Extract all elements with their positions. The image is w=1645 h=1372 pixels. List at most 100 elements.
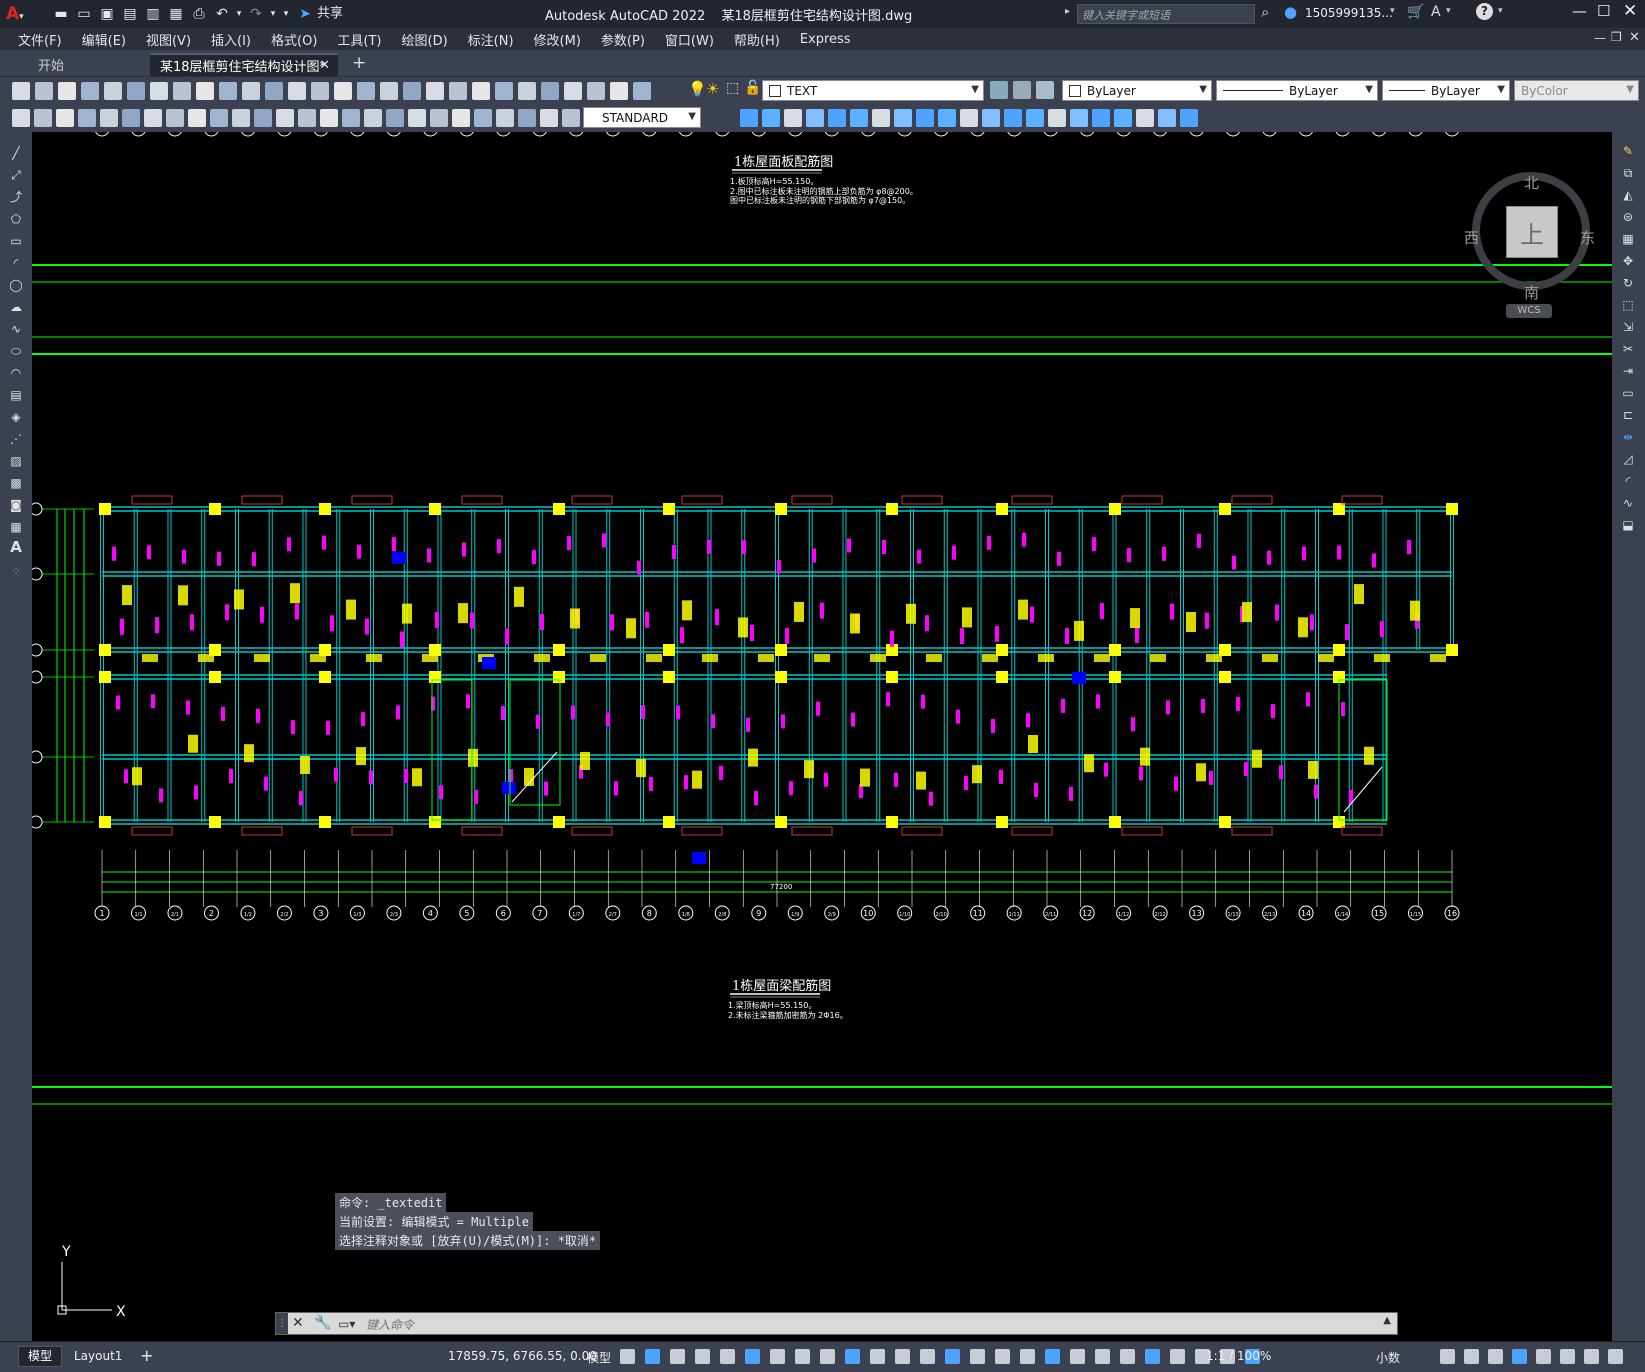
dimension-tool-icon[interactable]: [408, 109, 426, 127]
doc-minimize-icon[interactable]: —: [1594, 31, 1606, 45]
modify-tool-icon[interactable]: [1048, 109, 1066, 127]
standard-tool-icon[interactable]: [104, 82, 122, 100]
layer-freeze-icon[interactable]: ☀: [706, 80, 720, 98]
modify-tool-icon[interactable]: [1136, 109, 1154, 127]
add-selected-icon[interactable]: ⁘: [10, 564, 22, 578]
standard-tool-icon[interactable]: [449, 82, 467, 100]
status-tray-icon[interactable]: [1608, 1349, 1623, 1364]
extend-tool-icon[interactable]: ⇥: [1622, 364, 1634, 378]
dimension-tool-icon[interactable]: [298, 109, 316, 127]
scale-tool-icon[interactable]: ⬚: [1622, 298, 1634, 312]
standard-tool-icon[interactable]: [288, 82, 306, 100]
lineweight-dropdown[interactable]: ByLayer ▼: [1382, 80, 1510, 101]
status-tray-icon[interactable]: [1512, 1349, 1527, 1364]
break-tool-icon[interactable]: ⊏: [1622, 408, 1634, 422]
note-top-3[interactable]: 图中已标注板未注明的钢筋下部钢筋为 φ7@150。: [730, 195, 910, 205]
explode-tool-icon[interactable]: ⬓: [1622, 518, 1634, 532]
command-close-icon[interactable]: ✕: [292, 1315, 304, 1331]
status-toggle-icon[interactable]: [1095, 1349, 1110, 1364]
color-dropdown[interactable]: ByLayer ▼: [1062, 80, 1212, 101]
construction-line-icon[interactable]: ⤢: [11, 168, 21, 182]
status-toggle-icon[interactable]: [970, 1349, 985, 1364]
compass-west[interactable]: 西: [1464, 229, 1480, 247]
modify-tool-icon[interactable]: [762, 109, 780, 127]
status-toggle-icon[interactable]: [1195, 1349, 1210, 1364]
menu-parametric[interactable]: 参数(P): [600, 33, 645, 49]
status-toggle-icon[interactable]: [645, 1349, 660, 1364]
dimension-tool-icon[interactable]: [540, 109, 558, 127]
autocad-logo-icon[interactable]: A▾: [6, 4, 24, 24]
ellipse-tool-icon[interactable]: ⬭: [10, 344, 22, 358]
modify-tool-icon[interactable]: [894, 109, 912, 127]
dimension-tool-icon[interactable]: [474, 109, 492, 127]
tab-model[interactable]: 模型: [18, 1346, 62, 1367]
print-icon[interactable]: ⎙: [193, 6, 205, 22]
fillet-tool-icon[interactable]: ◜: [1625, 474, 1631, 488]
dimension-tool-icon[interactable]: [78, 109, 96, 127]
search-expand-icon[interactable]: ▸: [1065, 6, 1071, 17]
dimension-tool-icon[interactable]: [386, 109, 404, 127]
compass-north[interactable]: 北: [1524, 174, 1540, 192]
dimstyle-dropdown[interactable]: STANDARD ▼: [583, 107, 701, 128]
modify-tool-icon[interactable]: [1158, 109, 1176, 127]
cart-icon[interactable]: 🛒: [1407, 4, 1425, 20]
customize-qat-icon[interactable]: ▾: [283, 9, 289, 19]
standard-tool-icon[interactable]: [242, 82, 260, 100]
standard-tool-icon[interactable]: [311, 82, 329, 100]
close-icon[interactable]: ✕: [1623, 1, 1638, 21]
modify-tool-icon[interactable]: [1070, 109, 1088, 127]
modify-tool-icon[interactable]: [1180, 109, 1198, 127]
drawing-canvas[interactable]: 1栋屋面板配筋图 1.板顶标高H=55.150。 2.图中已标注板未注明的钢筋上…: [32, 132, 1612, 1341]
tab-active-drawing[interactable]: 某18层框剪住宅结构设计图* ✕: [150, 53, 338, 76]
command-prompt-icon[interactable]: ▭▾: [338, 1317, 356, 1331]
array-tool-icon[interactable]: ▦: [1622, 232, 1634, 246]
dimension-tool-icon[interactable]: [34, 109, 52, 127]
offset-tool-icon[interactable]: ⊜: [1622, 210, 1634, 224]
export-icon[interactable]: ▦: [169, 6, 183, 22]
status-toggle-icon[interactable]: [1020, 1349, 1035, 1364]
note-bottom-1[interactable]: 1.梁顶标高H=55.150。: [728, 1000, 816, 1010]
menu-dimension[interactable]: 标注(N): [467, 33, 514, 49]
status-toggle-icon[interactable]: [1220, 1349, 1235, 1364]
note-bottom-2[interactable]: 2.未标注梁箍筋加密筋为 2Φ16。: [728, 1010, 848, 1020]
rotate-tool-icon[interactable]: ↻: [1622, 276, 1634, 290]
annotation-scale[interactable]: 1:1 / 100%: [1206, 1349, 1272, 1363]
copy-tool-icon[interactable]: ⧉: [1623, 166, 1633, 180]
compass-south[interactable]: 南: [1524, 284, 1540, 302]
minimize-icon[interactable]: —: [1572, 2, 1587, 20]
status-toggle-icon[interactable]: [795, 1349, 810, 1364]
standard-tool-icon[interactable]: [81, 82, 99, 100]
line-tool-icon[interactable]: ╱: [12, 146, 20, 160]
drawing-title-bottom[interactable]: 1栋屋面梁配筋图: [732, 978, 831, 994]
insert-block-icon[interactable]: ▤: [10, 388, 22, 402]
modify-tool-icon[interactable]: [1092, 109, 1110, 127]
command-input[interactable]: [364, 1314, 1378, 1335]
spline-tool-icon[interactable]: ∿: [10, 322, 22, 336]
dimension-tool-icon[interactable]: [518, 109, 536, 127]
standard-tool-icon[interactable]: [265, 82, 283, 100]
menu-insert[interactable]: 插入(I): [211, 33, 252, 49]
modify-tool-icon[interactable]: [872, 109, 890, 127]
dimension-tool-icon[interactable]: [452, 109, 470, 127]
dimension-tool-icon[interactable]: [56, 109, 74, 127]
note-top-1[interactable]: 1.板顶标高H=55.150。: [730, 176, 818, 186]
standard-tool-icon[interactable]: [334, 82, 352, 100]
move-tool-icon[interactable]: ✥: [1622, 254, 1634, 268]
tab-close-icon[interactable]: ✕: [319, 58, 330, 73]
modify-tool-icon[interactable]: [1004, 109, 1022, 127]
status-toggle-icon[interactable]: [620, 1349, 635, 1364]
standard-tool-icon[interactable]: [35, 82, 53, 100]
model-space-toggle[interactable]: 模型: [587, 1351, 612, 1365]
standard-tool-icon[interactable]: [219, 82, 237, 100]
command-history-toggle-icon[interactable]: ▲: [1383, 1315, 1391, 1326]
dimension-tool-icon[interactable]: [364, 109, 382, 127]
standard-tool-icon[interactable]: [518, 82, 536, 100]
dimension-tool-icon[interactable]: [562, 109, 580, 127]
new-file-icon[interactable]: ▬: [54, 6, 68, 22]
standard-tool-icon[interactable]: [150, 82, 168, 100]
stretch-tool-icon[interactable]: ⇲: [1622, 320, 1634, 334]
linetype-dropdown[interactable]: ByLayer ▼: [1216, 80, 1378, 101]
menu-tools[interactable]: 工具(T): [337, 33, 382, 49]
dimension-tool-icon[interactable]: [100, 109, 118, 127]
dimension-tool-icon[interactable]: [342, 109, 360, 127]
